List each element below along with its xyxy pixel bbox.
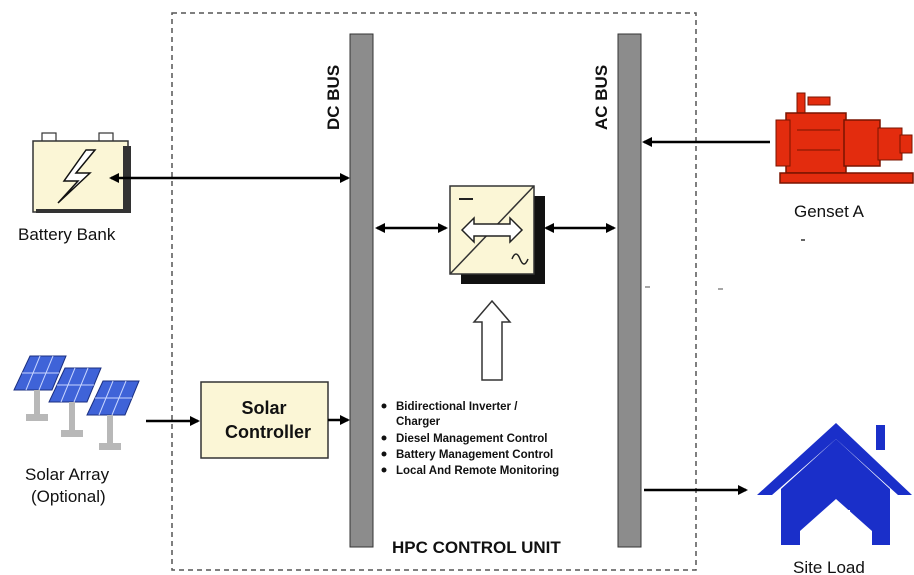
- bullet: [381, 435, 387, 441]
- battery-icon: [32, 132, 131, 213]
- dc-bus-label: DC BUS: [324, 65, 343, 130]
- genset-label: Genset A: [794, 202, 865, 221]
- bullet: [381, 467, 387, 473]
- ac-bus-bar: [617, 33, 642, 548]
- inverter-icon: [449, 185, 545, 284]
- control-up-arrow: [472, 299, 512, 381]
- dc-bus-bar: [349, 33, 374, 548]
- solar-controller-box: [200, 381, 329, 459]
- solar-controller-label: Solar: [241, 398, 286, 418]
- ac-bus-label: AC BUS: [592, 65, 611, 130]
- solar-array-optional-label: (Optional): [31, 487, 106, 506]
- bullet: [381, 403, 387, 409]
- control-unit-label: HPC CONTROL UNIT: [392, 538, 561, 557]
- battery-bank-label: Battery Bank: [18, 225, 116, 244]
- feature-item: Battery Management Control: [396, 449, 553, 461]
- control-unit-boundary: [171, 12, 697, 571]
- feature-list: Bidirectional Inverter / Charger Diesel …: [381, 401, 559, 477]
- bullet: [381, 451, 387, 457]
- solar-controller-label-2: Controller: [225, 422, 311, 442]
- feature-item: Local And Remote Monitoring: [396, 465, 559, 477]
- house-icon: [757, 423, 912, 545]
- solar-panel-icon: [13, 355, 140, 450]
- solar-array-label: Solar Array: [25, 465, 110, 484]
- feature-item: Charger: [396, 416, 441, 428]
- genset-icon: [775, 92, 914, 184]
- site-load-label: Site Load: [793, 558, 865, 575]
- feature-item: Diesel Management Control: [396, 433, 547, 445]
- feature-item: Bidirectional Inverter /: [396, 401, 518, 413]
